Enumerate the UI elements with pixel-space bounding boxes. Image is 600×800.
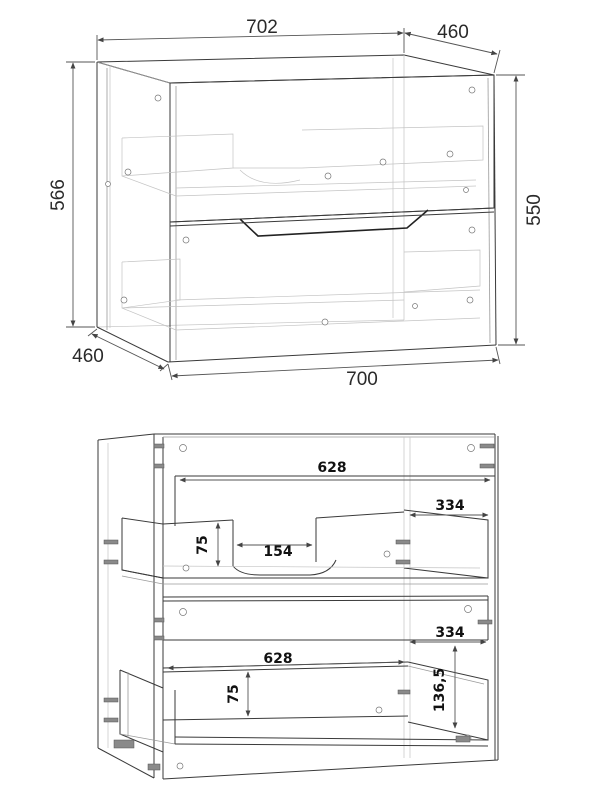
lower-drawer-box	[121, 249, 481, 331]
dim-width-top: 702	[246, 17, 278, 38]
dimension-lower-drawer-width: 628	[167, 651, 405, 671]
hardware-fasteners	[105, 86, 476, 326]
dimension-upper-drawer-height: 75	[195, 522, 221, 567]
dim-upper-drawer-width: 628	[317, 460, 346, 476]
dim-cutout-width: 154	[263, 544, 292, 560]
dim-lower-side-depth: 334	[435, 625, 464, 641]
dimension-lower-side-depth: 334	[409, 625, 487, 645]
dim-height-left: 566	[48, 179, 69, 211]
dim-depth-top: 460	[437, 22, 469, 43]
upper-drawer	[121, 475, 495, 585]
dim-upper-side-depth: 334	[435, 498, 464, 514]
upper-drawer-front	[169, 74, 495, 237]
top-surface	[96, 54, 495, 84]
back-frame	[96, 55, 405, 328]
dim-lower-side-height: 136,5	[432, 668, 448, 712]
dimension-upper-drawer-width: 628	[179, 460, 491, 483]
dimension-height-left: 566	[48, 61, 95, 328]
dimension-upper-side-depth: 334	[409, 498, 489, 518]
dim-depth-bottom: 460	[72, 346, 104, 367]
dim-lower-drawer-height: 75	[226, 684, 242, 703]
bottom-view: 628 334 75 154 334 628 75 136,5	[97, 433, 499, 780]
dimension-depth-top: 460	[404, 22, 501, 74]
dim-upper-drawer-height: 75	[195, 535, 211, 554]
dimension-width-bottom: 700	[167, 346, 501, 390]
carcass	[97, 433, 499, 780]
left-side-panel	[96, 62, 169, 363]
dimension-lower-side-height: 136,5	[432, 645, 458, 729]
dimension-cutout-width: 154	[236, 542, 313, 560]
upper-drawer-box	[121, 125, 484, 197]
dimension-lower-drawer-height: 75	[226, 671, 251, 717]
dim-height-right: 550	[524, 194, 545, 226]
divider-rail	[162, 595, 489, 640]
dimension-height-right: 550	[496, 74, 545, 346]
dim-lower-drawer-width: 628	[263, 651, 292, 667]
lower-drawer-front	[169, 211, 495, 227]
dimension-depth-bottom: 460	[72, 328, 169, 372]
top-view: 702 460 566 550 460	[48, 17, 545, 390]
dimension-width-top: 702	[96, 17, 405, 60]
dim-width-bottom: 700	[346, 369, 378, 390]
bottom-hardware	[103, 443, 495, 771]
